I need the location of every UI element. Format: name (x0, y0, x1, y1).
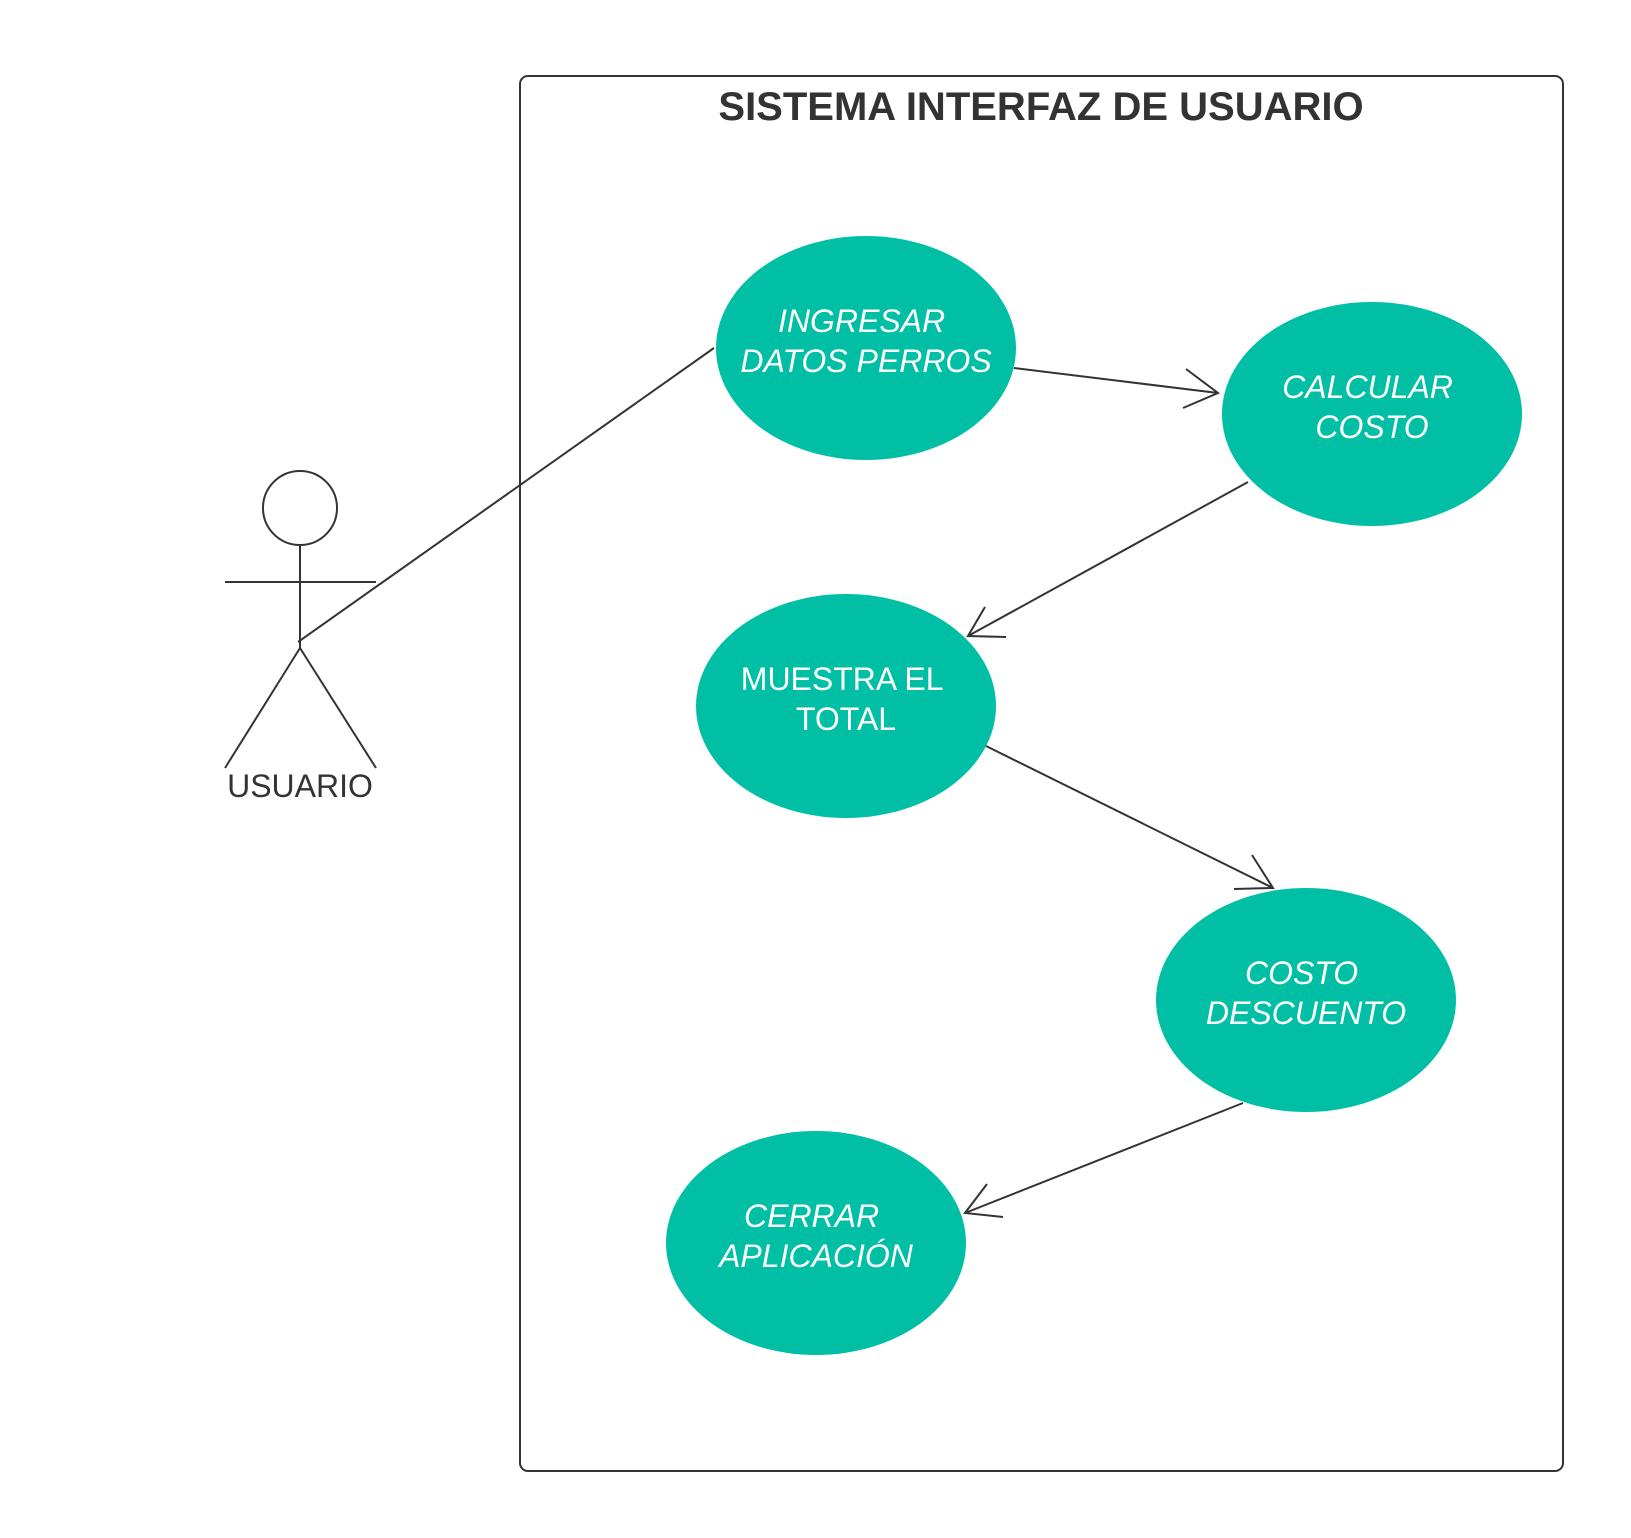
use-case-label-line: APLICACIÓN (717, 1238, 914, 1274)
svg-text:INGRESAR DATOS PERROS: INGRESAR DATOS PERROS (740, 303, 991, 379)
use-case-ellipse (716, 236, 1016, 460)
actor-right-leg (299, 647, 377, 769)
actor-usuario: USUARIO (224, 470, 377, 804)
use-case-label-line: MUESTRA EL (741, 661, 943, 697)
svg-text:CALCULAR COSTO: CALCULAR COSTO (1282, 369, 1462, 445)
arrow-descuento-cerrar (963, 1102, 1244, 1218)
use-case-calcular: CALCULAR COSTO (1222, 302, 1522, 526)
use-case-label-line: TOTAL (796, 701, 896, 737)
svg-text:COSTO DESCUENTO: COSTO DESCUENTO (1206, 955, 1406, 1031)
use-case-label-line: CALCULAR (1282, 369, 1453, 405)
arrow-muestra-descuento (985, 745, 1275, 890)
use-case-ingresar: INGRESAR DATOS PERROS (716, 236, 1016, 460)
svg-text:CERRAR APLICACIÓN: CERRAR APLICACIÓN (717, 1198, 914, 1274)
actor-head (262, 470, 338, 546)
use-case-ellipse (1156, 888, 1456, 1112)
use-case-label-line: COSTO (1315, 409, 1428, 445)
use-case-ellipse (696, 594, 996, 818)
actor-label: USUARIO (227, 768, 373, 804)
association-actor-ingresar (297, 347, 715, 643)
svg-text:MUESTRA EL TOTAL: MUESTRA EL TOTAL (741, 661, 951, 737)
use-case-ellipse (666, 1131, 966, 1355)
arrow-ingresar-calcular (1013, 367, 1220, 409)
use-case-label-line: DATOS PERROS (740, 343, 991, 379)
system-title: SISTEMA INTERFAZ DE USUARIO (718, 85, 1363, 129)
use-case-label-line: DESCUENTO (1206, 995, 1406, 1031)
use-case-muestra: MUESTRA EL TOTAL (696, 594, 996, 818)
actor-left-leg (224, 647, 301, 769)
use-case-cerrar: CERRAR APLICACIÓN (666, 1131, 966, 1355)
use-case-label-line: INGRESAR (778, 303, 945, 339)
use-case-label-line: CERRAR (744, 1198, 879, 1234)
use-case-ellipse (1222, 302, 1522, 526)
arrow-calcular-muestra (966, 481, 1249, 638)
connectors (297, 347, 1275, 1218)
use-case-label-line: COSTO (1245, 955, 1358, 991)
use-case-descuento: COSTO DESCUENTO (1156, 888, 1456, 1112)
